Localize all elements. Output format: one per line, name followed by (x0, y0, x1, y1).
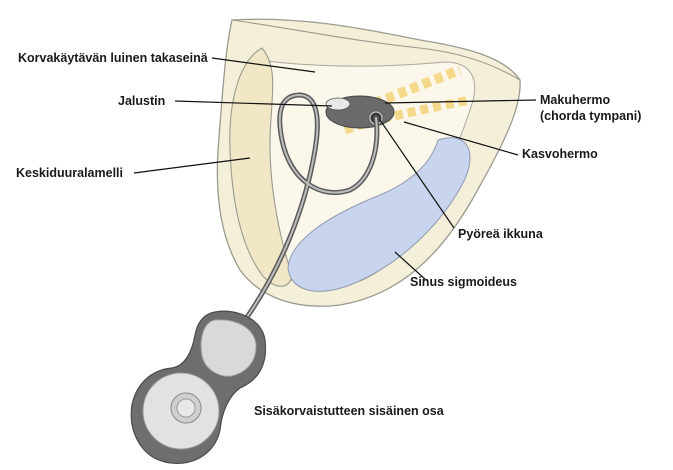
stapes-area (325, 97, 351, 111)
label-pyorea: Pyöreä ikkuna (458, 227, 543, 241)
ear-canal-wall (229, 47, 293, 287)
leader-lines (133, 57, 537, 281)
sinus-sigmoideus-shape (287, 137, 471, 292)
label-makuhermo-sub: (chorda tympani) (540, 109, 642, 123)
leader-korvakaytava (211, 57, 316, 73)
leader-makuhermo (384, 99, 537, 104)
facial-nerve-band (343, 95, 471, 135)
label-jalustin: Jalustin (118, 94, 166, 108)
label-implantti: Sisäkorvaistutteen sisäinen osa (254, 404, 444, 418)
label-keskiduura: Keskiduuralamelli (16, 166, 123, 180)
leader-pyorea (379, 119, 455, 229)
label-kasvohermo: Kasvohermo (522, 147, 598, 161)
leader-jalustin (174, 100, 333, 107)
chorda-tympani-band (348, 65, 462, 117)
label-sinus: Sinus sigmoideus (410, 275, 517, 289)
leader-keskiduura (133, 157, 251, 174)
implant-receiver (200, 319, 257, 377)
bone-ridge (231, 19, 521, 81)
label-makuhermo: Makuhermo (540, 93, 611, 107)
leader-kasvohermo (403, 121, 519, 156)
leader-sinus (394, 251, 427, 281)
label-korvakaytava: Korvakäytävän luinen takaseinä (18, 51, 208, 65)
